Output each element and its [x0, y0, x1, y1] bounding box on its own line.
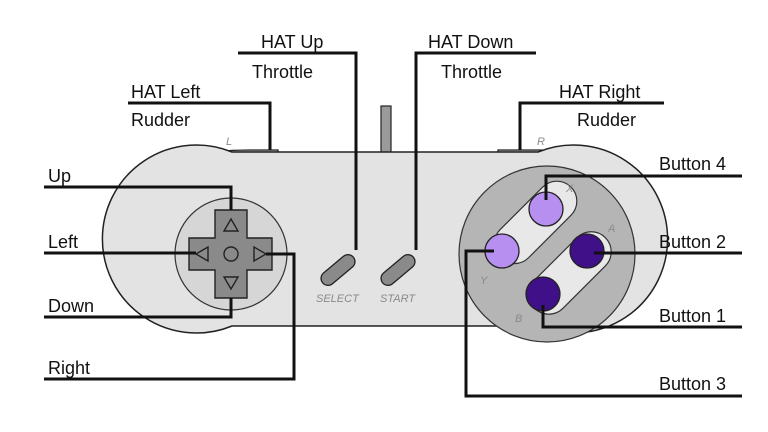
label-button-4: Button 4: [659, 154, 726, 174]
face-a-label: A: [607, 223, 615, 235]
antenna: [380, 105, 392, 159]
face-b-label: B: [515, 313, 522, 325]
label-button-1: Button 1: [659, 306, 726, 326]
dpad-left-arrow-icon[interactable]: [194, 245, 209, 263]
leader-up: [44, 185, 233, 210]
select-button[interactable]: [318, 252, 358, 288]
face-y-label: Y: [480, 275, 488, 287]
dpad-up-arrow-icon[interactable]: [222, 217, 240, 232]
leader-right: [44, 252, 296, 381]
label-rudder-right: Rudder: [577, 110, 636, 130]
label-button-2: Button 2: [659, 232, 726, 252]
leader-button-3: [464, 249, 742, 398]
label-hat-right: HAT Right: [559, 82, 640, 102]
label-throttle-up: Throttle: [252, 62, 313, 82]
label-hat-up: HAT Up: [261, 32, 323, 52]
label-down: Down: [48, 296, 94, 316]
start-label: START: [380, 293, 416, 305]
dpad-right-arrow-icon[interactable]: [253, 245, 268, 263]
dpad-center-icon: [223, 246, 239, 262]
label-hat-left: HAT Left: [131, 82, 200, 102]
select-label: SELECT: [316, 293, 360, 305]
leader-hat-down: [414, 51, 536, 250]
label-throttle-down: Throttle: [441, 62, 502, 82]
leader-hat-right: [518, 101, 664, 150]
label-button-3: Button 3: [659, 374, 726, 394]
dpad[interactable]: [188, 209, 273, 299]
shoulder-right-label: R: [537, 136, 545, 148]
leader-button-1: [541, 305, 742, 329]
dpad-down-arrow-icon[interactable]: [222, 276, 240, 291]
label-left: Left: [48, 232, 78, 252]
start-button[interactable]: [378, 252, 418, 288]
shoulder-left-label: L: [226, 136, 232, 148]
face-x-label: X: [565, 183, 574, 195]
button-a[interactable]: [569, 233, 605, 269]
label-rudder-left: Rudder: [131, 110, 190, 130]
label-hat-down: HAT Down: [428, 32, 513, 52]
leader-down: [44, 298, 233, 319]
leader-hat-left: [128, 101, 272, 150]
label-up: Up: [48, 166, 71, 186]
leader-button-4: [544, 174, 742, 200]
leader-hat-up: [238, 51, 358, 250]
label-right: Right: [48, 358, 90, 378]
